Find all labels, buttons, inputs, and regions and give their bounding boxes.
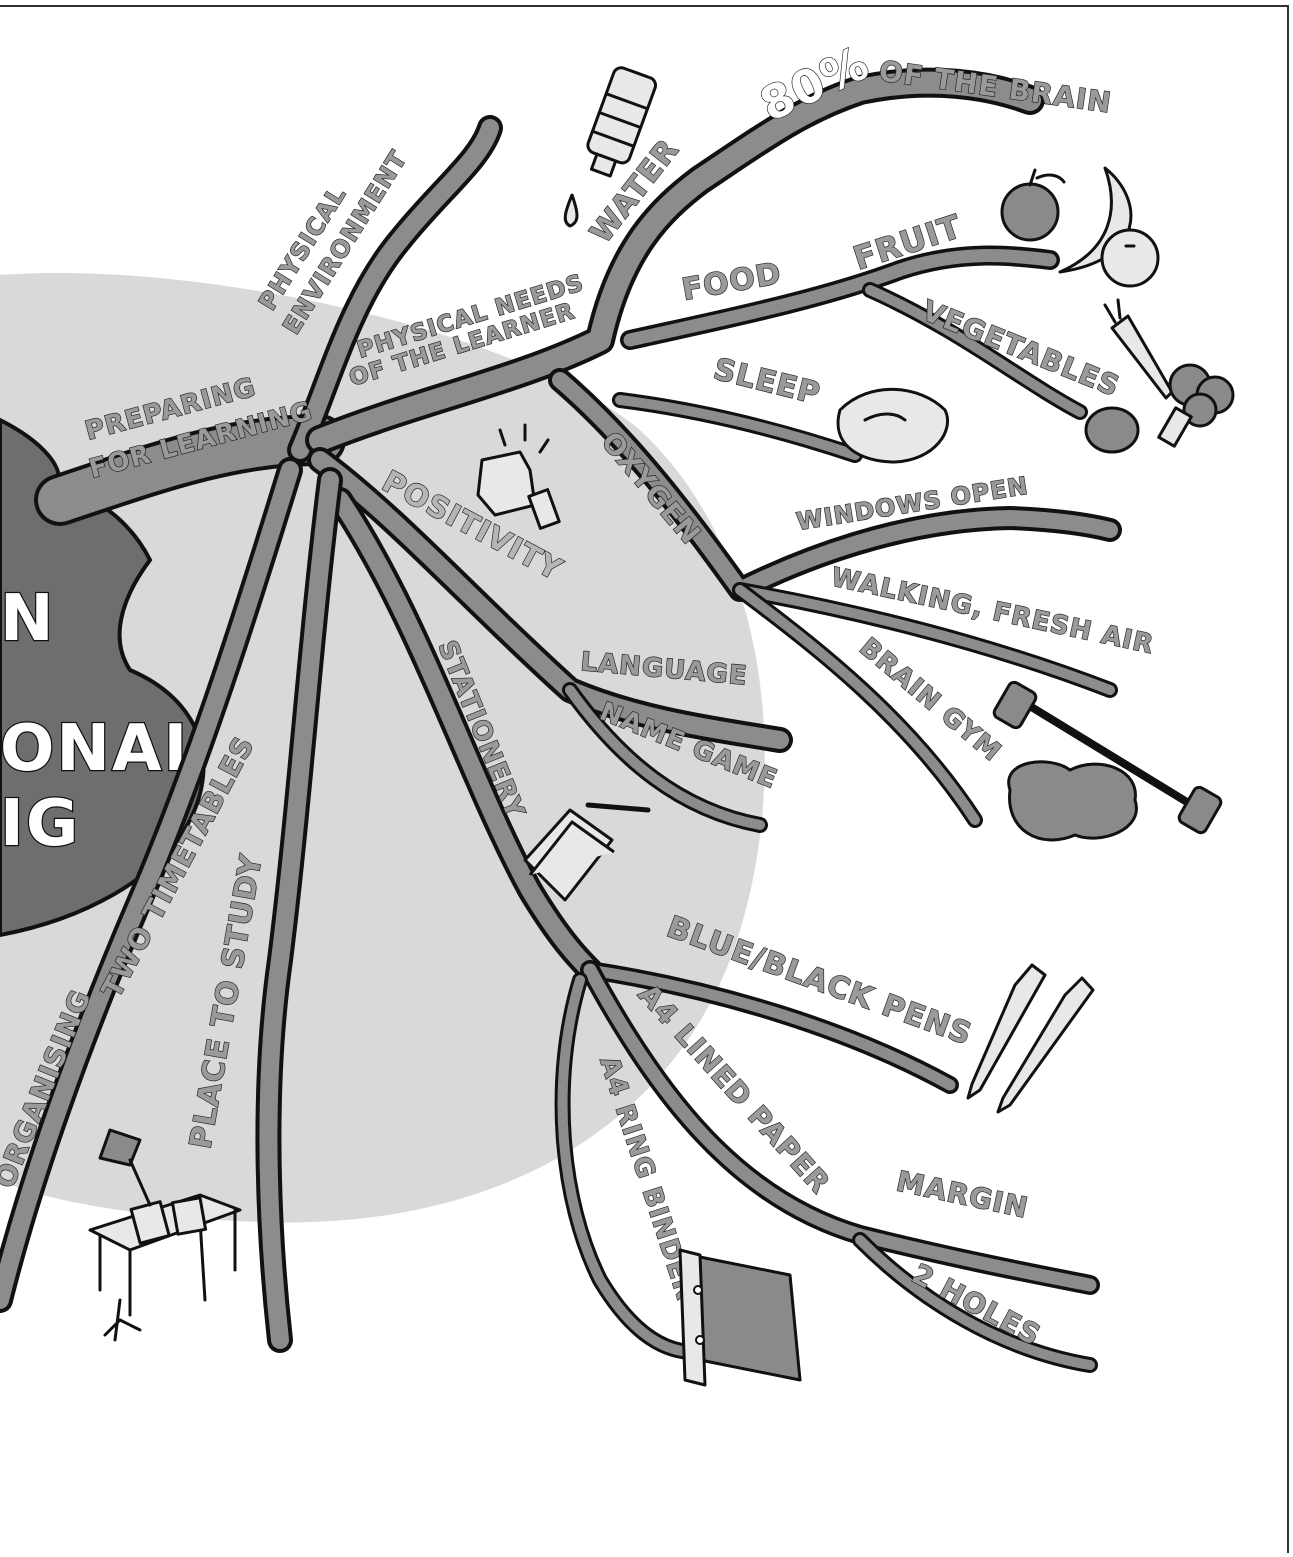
label-sleep: SLEEP	[710, 352, 824, 412]
apple-icon	[1002, 170, 1064, 240]
ring-binder-icon	[680, 1250, 800, 1385]
label-of-the-brain: OF THE BRAIN	[877, 54, 1114, 119]
label-margin: MARGIN	[894, 1165, 1032, 1225]
broccoli-icon	[1159, 365, 1233, 446]
pens-icon	[968, 965, 1093, 1112]
water-drop-icon	[565, 195, 577, 226]
center-title-2: ONAL	[0, 712, 206, 786]
dumbbell-brain-icon	[992, 680, 1223, 840]
potato-icon	[1086, 408, 1138, 452]
center-title-3: IG	[0, 787, 80, 861]
center-title-1: N	[0, 582, 56, 656]
pillow-icon	[838, 389, 947, 462]
label-vegetables: VEGETABLES	[917, 294, 1124, 403]
orange-icon	[1102, 230, 1158, 286]
